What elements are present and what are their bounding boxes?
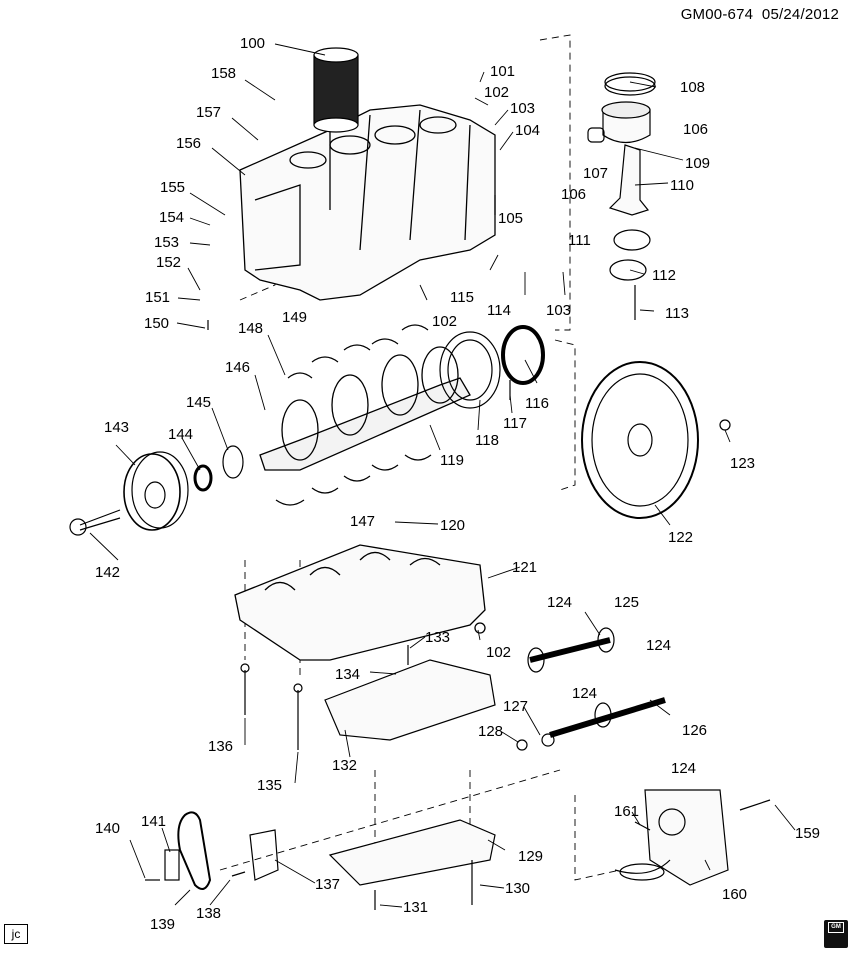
callout-108: 108 bbox=[680, 79, 705, 96]
cylinder-liner bbox=[313, 47, 359, 133]
callout-111: 111 bbox=[568, 232, 591, 249]
callout-140: 140 bbox=[95, 820, 120, 837]
gm-logo: GM bbox=[824, 920, 848, 948]
callout-119: 119 bbox=[440, 452, 464, 469]
callout-106: 106 bbox=[683, 121, 708, 138]
callout-151: 151 bbox=[145, 289, 170, 306]
callout-145: 145 bbox=[186, 394, 211, 411]
bearing-shells bbox=[275, 324, 432, 506]
callout-128: 128 bbox=[478, 723, 503, 740]
callout-133: 133 bbox=[425, 629, 450, 646]
callout-115: 115 bbox=[450, 289, 474, 306]
callout-134: 134 bbox=[335, 666, 360, 683]
callout-129: 129 bbox=[518, 848, 543, 865]
callout-159: 159 bbox=[795, 825, 820, 842]
bedplate bbox=[234, 544, 486, 661]
callout-153: 153 bbox=[154, 234, 179, 251]
callout-157: 157 bbox=[196, 104, 221, 121]
crankshaft bbox=[259, 346, 471, 471]
callout-141: 141 bbox=[141, 813, 166, 830]
drawing-id: GM00-674 bbox=[680, 6, 754, 23]
callout-135: 135 bbox=[257, 777, 282, 794]
callout-106-b: 106 bbox=[561, 186, 586, 203]
callout-156: 156 bbox=[176, 135, 201, 152]
callout-109: 109 bbox=[685, 155, 710, 172]
callout-146: 146 bbox=[225, 359, 250, 376]
drawing-header: GM00-674 05/24/2012 bbox=[681, 6, 839, 23]
callout-110: 110 bbox=[670, 177, 694, 194]
callout-124-b: 124 bbox=[646, 637, 671, 654]
engine-block bbox=[239, 104, 496, 301]
callout-116: 116 bbox=[525, 395, 549, 412]
callout-149: 149 bbox=[282, 309, 307, 326]
callout-130: 130 bbox=[505, 880, 530, 897]
flex-plate bbox=[439, 325, 545, 409]
callout-107: 107 bbox=[583, 165, 608, 182]
callout-117: 117 bbox=[503, 415, 527, 432]
callout-138: 138 bbox=[196, 905, 221, 922]
timing-chain bbox=[164, 811, 279, 890]
gm-logo-text: GM bbox=[828, 922, 844, 933]
callout-139: 139 bbox=[150, 916, 175, 933]
leader-lines bbox=[89, 43, 796, 908]
callout-103: 103 bbox=[510, 100, 535, 117]
callout-158: 158 bbox=[211, 65, 236, 82]
callout-126: 126 bbox=[682, 722, 707, 739]
oil-pan-lower bbox=[328, 819, 496, 886]
callout-124-c: 124 bbox=[572, 685, 597, 702]
callout-160: 160 bbox=[722, 886, 747, 903]
callout-125: 125 bbox=[614, 594, 639, 611]
callout-136: 136 bbox=[208, 738, 233, 755]
callout-148: 148 bbox=[238, 320, 263, 337]
callout-114: 114 bbox=[487, 302, 511, 319]
callout-104: 104 bbox=[515, 122, 540, 139]
oil-pan-upper bbox=[324, 645, 496, 741]
callout-152: 152 bbox=[156, 254, 181, 271]
callout-143: 143 bbox=[104, 419, 129, 436]
callout-103-b: 103 bbox=[546, 302, 571, 319]
callout-147: 147 bbox=[350, 513, 375, 530]
callout-161: 161 bbox=[614, 803, 639, 820]
callout-127: 127 bbox=[503, 698, 528, 715]
callout-102-b: 102 bbox=[432, 313, 457, 330]
callout-102-c: 102 bbox=[486, 644, 511, 661]
connecting-rod bbox=[608, 144, 651, 320]
callout-labels: 100 101 102 103 104 105 106 107 108 109 … bbox=[95, 35, 820, 933]
callout-137: 137 bbox=[315, 876, 340, 893]
callout-132: 132 bbox=[332, 757, 357, 774]
callout-122: 122 bbox=[668, 529, 693, 546]
flywheel bbox=[581, 361, 731, 519]
bolts bbox=[145, 195, 771, 910]
callout-101: 101 bbox=[490, 63, 515, 80]
callout-142: 142 bbox=[95, 564, 120, 581]
oil-pump bbox=[614, 789, 729, 886]
callout-155: 155 bbox=[160, 179, 185, 196]
callout-154: 154 bbox=[159, 209, 184, 226]
artist-mark: jc bbox=[4, 924, 28, 944]
callout-131: 131 bbox=[403, 899, 428, 916]
balance-shafts bbox=[516, 627, 666, 751]
callout-102: 102 bbox=[484, 84, 509, 101]
callout-113: 113 bbox=[665, 305, 689, 322]
callout-123: 123 bbox=[730, 455, 755, 472]
callout-124-d: 124 bbox=[671, 760, 696, 777]
callout-150: 150 bbox=[144, 315, 169, 332]
drawing-date: 05/24/2012 bbox=[761, 6, 839, 23]
callout-124: 124 bbox=[547, 594, 572, 611]
callout-100: 100 bbox=[240, 35, 265, 52]
callout-112: 112 bbox=[652, 267, 676, 284]
callout-120: 120 bbox=[440, 517, 465, 534]
callout-121: 121 bbox=[512, 559, 537, 576]
callout-105: 105 bbox=[498, 210, 523, 227]
piston-assembly bbox=[587, 72, 656, 144]
crank-pulley bbox=[69, 445, 244, 536]
callout-118: 118 bbox=[475, 432, 499, 449]
callout-144: 144 bbox=[168, 426, 193, 443]
